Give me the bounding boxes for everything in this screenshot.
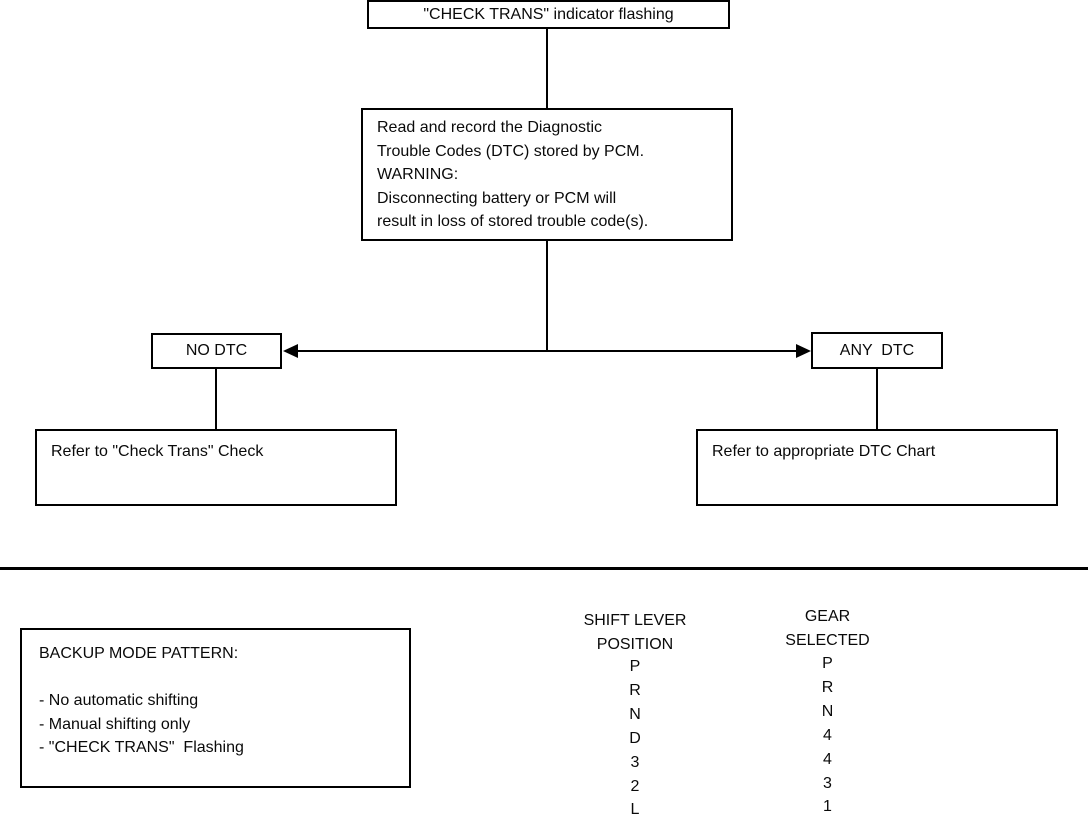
backup-mode-pattern-box: BACKUP MODE PATTERN: - No automatic shif…: [20, 628, 411, 788]
gear-selected-column: P R N 4 4 3 1: [745, 652, 910, 819]
table-cell: 4: [823, 726, 832, 744]
arrowhead-right-icon: [796, 344, 811, 358]
table-cell: 3: [630, 753, 640, 771]
connector-process-to-branch: [546, 241, 548, 351]
gear-selected-header: GEAR SELECTED: [785, 608, 870, 649]
flowchart-node-refer-check-trans: Refer to "Check Trans" Check: [35, 429, 397, 506]
table-cell: P: [629, 658, 641, 675]
flowchart-node-no-dtc: NO DTC: [151, 333, 282, 369]
backup-mode-item: - No automatic shifting: [39, 692, 199, 709]
branch-line: [291, 350, 801, 352]
flowchart-node-any-dtc: ANY DTC: [811, 332, 943, 369]
table-cell: 1: [823, 798, 832, 816]
table-cell: 4: [823, 750, 832, 768]
table-cell: 2: [630, 777, 640, 795]
backup-mode-item: - "CHECK TRANS" Flashing: [39, 739, 244, 756]
flowchart-node-refer-dtc-chart: Refer to appropriate DTC Chart: [696, 429, 1058, 506]
section-divider: [0, 567, 1088, 570]
table-cell: R: [629, 681, 641, 699]
table-cell: D: [629, 729, 641, 747]
connector-any-dtc-to-result: [876, 369, 878, 429]
table-cell: P: [822, 655, 833, 672]
backup-mode-item: - Manual shifting only: [39, 715, 191, 733]
flowchart-node-read-dtc: Read and record the Diagnostic Trouble C…: [361, 108, 733, 241]
backup-mode-list: - No automatic shifting - Manual shiftin…: [39, 689, 399, 760]
table-cell: N: [821, 702, 834, 720]
connector-no-dtc-to-result: [215, 369, 217, 429]
table-cell: R: [821, 678, 834, 696]
table-cell: L: [630, 801, 640, 819]
shift-lever-position-header: SHIFT LEVER POSITION: [583, 612, 687, 653]
flowchart-node-check-trans: "CHECK TRANS" indicator flashing: [367, 0, 730, 29]
table-cell: N: [629, 705, 641, 723]
connector-start-to-process: [546, 29, 548, 108]
arrowhead-left-icon: [283, 344, 298, 358]
shift-lever-position-column: P R N D 3 2 L: [555, 655, 715, 822]
backup-mode-title: BACKUP MODE PATTERN:: [39, 645, 239, 662]
table-cell: 3: [823, 774, 832, 792]
